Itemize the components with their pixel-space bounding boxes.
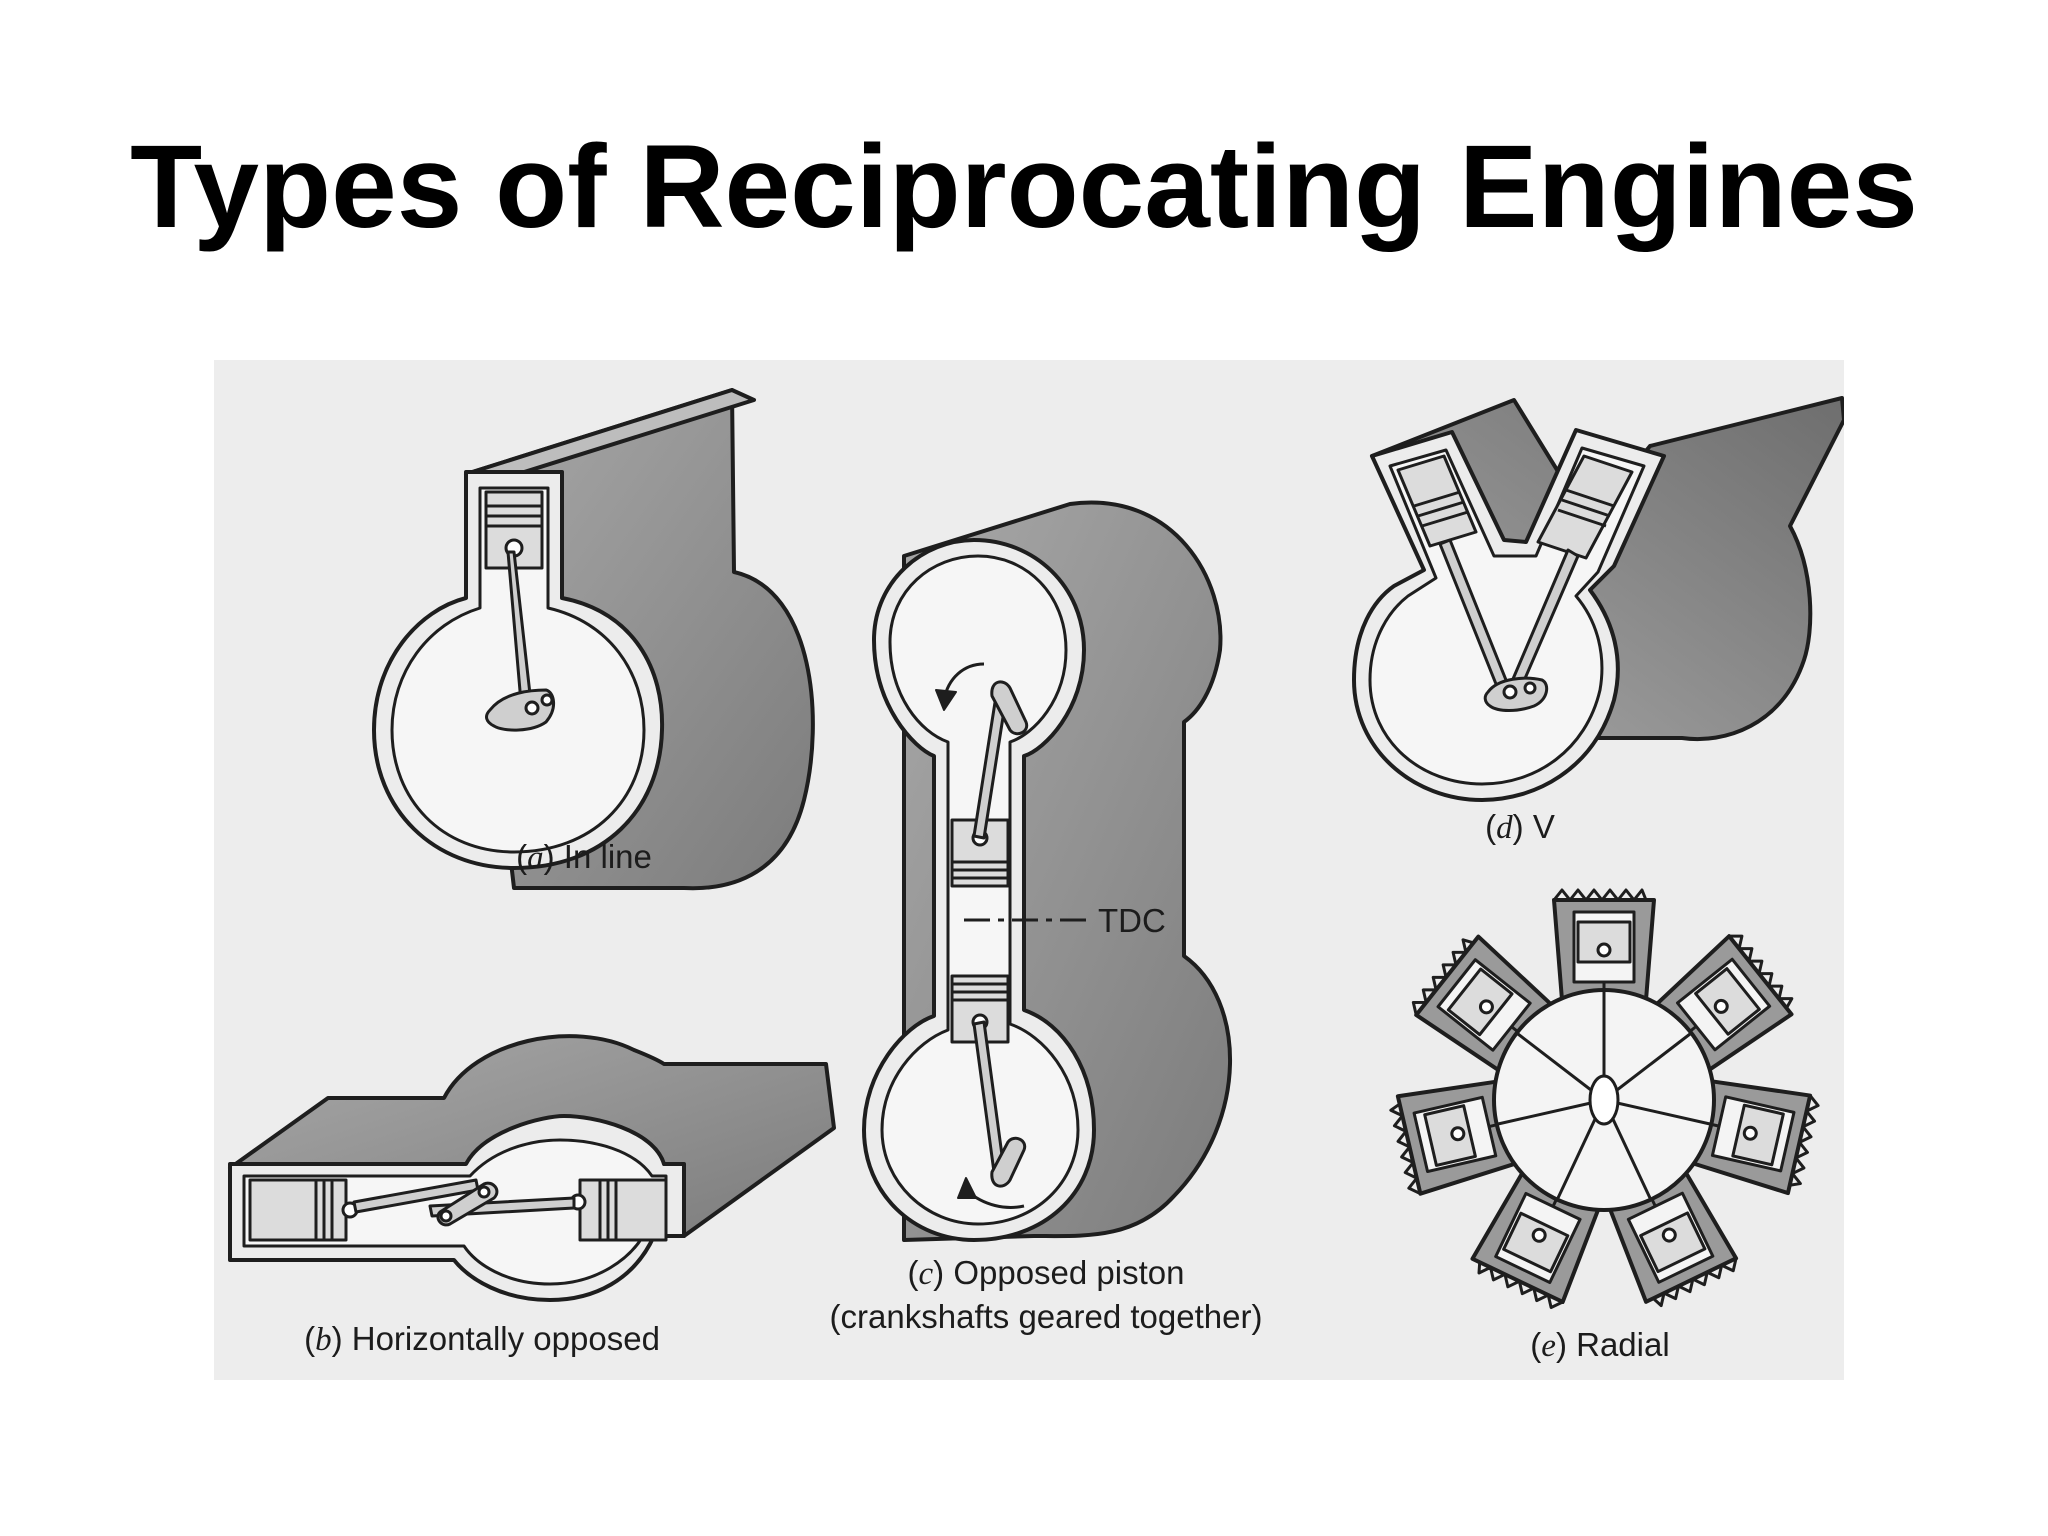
inline-engine-drawing [372,388,815,891]
tdc-label: TDC [1098,902,1166,939]
v-engine-drawing [1352,396,1844,802]
radial-engine-drawing [1389,888,1820,1310]
engine-diagram-svg: (a) In line (b) Horizontally opposed [228,388,1844,1364]
caption-v: (d) V [1485,808,1555,846]
caption-opposed-piston-sub: (crankshafts geared together) [830,1298,1263,1335]
caption-radial: (e) Radial [1530,1326,1669,1364]
horizontally-opposed-engine-drawing [228,1034,836,1302]
caption-inline: (a) In line [516,838,652,876]
slide-title: Types of Reciprocating Engines [130,121,1918,253]
opposed-piston-engine-drawing [862,500,1232,1242]
caption-opposed-piston: (c) Opposed piston [908,1254,1185,1292]
engine-types-figure: (a) In line (b) Horizontally opposed [214,360,1844,1380]
caption-horizontally-opposed: (b) Horizontally opposed [304,1320,660,1358]
